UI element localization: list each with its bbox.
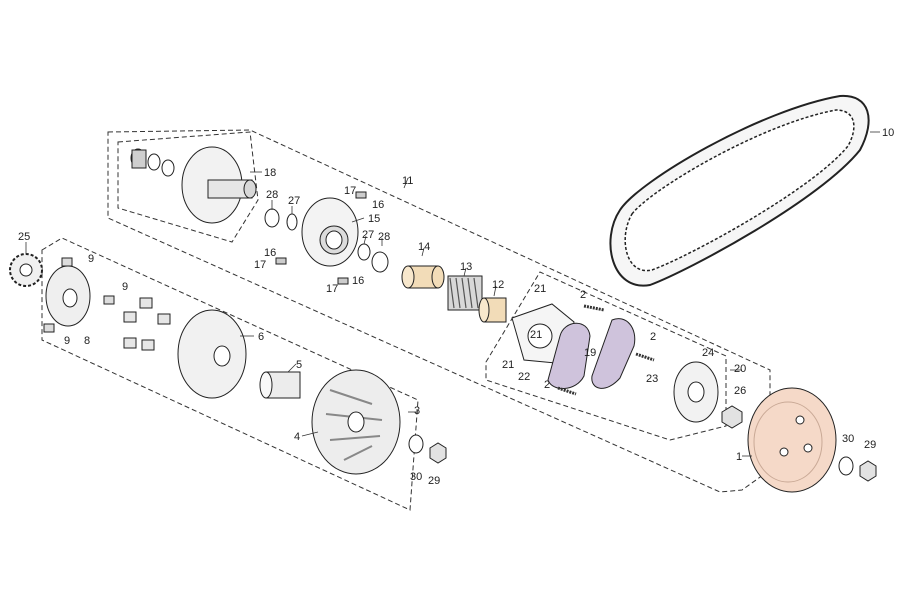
callout-16-top: 16 [372,199,384,211]
callout-24: 24 [702,347,714,359]
callout-27-right: 27 [362,229,374,241]
o-rings-27-28-right-part [357,243,389,273]
callout-16-mid: 16 [264,247,276,259]
group-outline-drive-pulley [41,237,419,511]
callout-22: 22 [518,371,530,383]
callout-5: 5 [296,359,302,371]
callout-23: 23 [646,373,658,385]
clutch-springs-2-part [557,304,655,396]
callout-28-left: 28 [266,189,278,201]
group-outline-clutch [485,271,727,441]
callout-14: 14 [418,241,430,253]
driven-face-18-part [181,146,257,224]
fan-drive-face-4-part [311,369,401,475]
callout-4: 4 [294,431,300,443]
callout-20: 20 [734,363,746,375]
callout-25: 25 [18,231,30,243]
callout-9-top: 9 [88,253,94,265]
clutch-shoes-19-part [547,318,636,389]
callout-30-left: 30 [410,471,422,483]
callout-29-right: 29 [864,439,876,451]
callout-9-mid: 9 [122,281,128,293]
callout-1: 1 [736,451,742,463]
callout-21-mid: 21 [530,329,542,341]
callout-16-low: 16 [352,275,364,287]
spring-13-part [447,275,483,311]
rollers-7-part [123,297,171,351]
leader-lines [25,131,880,457]
callout-6: 6 [258,331,264,343]
callout-12: 12 [492,279,504,291]
callout-30-right: 30 [842,433,854,445]
callout-17-top: 17 [344,185,356,197]
callout-2-low: 2 [544,379,550,391]
nut-26-part [721,405,743,429]
needle-bearing-part [130,148,175,177]
callout-17-low: 17 [326,283,338,295]
movable-driven-face-15-part [301,197,359,267]
callout-19: 19 [584,347,596,359]
washer-nut-29-30-right-part [838,456,877,482]
v-belt-part [609,94,870,287]
callout-18: 18 [264,167,276,179]
callout-13: 13 [460,261,472,273]
callout-labels: 18 28 27 17 16 15 27 28 16 17 17 16 11 1… [18,127,894,487]
washer-nut-29-30-left-part [408,434,447,464]
callout-29-left: 29 [428,475,440,487]
callout-21-low: 21 [502,359,514,371]
callout-2-top: 2 [580,289,586,301]
guide-pins-16-17-part [275,191,367,285]
callout-11: 11 [402,175,413,187]
clutch-outer-1-part [747,387,837,493]
callout-21-top: 21 [534,283,546,295]
callout-28-right: 28 [378,231,390,243]
collar-14-part [401,265,445,289]
callout-17-mid: 17 [254,259,266,271]
callout-27-left: 27 [288,195,300,207]
group-outline-driven-pulley [117,131,259,243]
ramp-plate-8-part [45,265,91,327]
callout-9-low: 9 [64,335,70,347]
bushing-5-part [259,371,301,399]
callout-3: 3 [414,405,420,417]
spring-seat-12-part [478,297,507,323]
clutch-hub-24-part [673,361,719,423]
movable-drive-face-6-part [177,309,247,399]
callout-15: 15 [368,213,380,225]
sliders-9-part [43,257,115,333]
starter-gear-25-part [9,253,43,287]
callout-10: 10 [882,127,894,139]
callout-26: 26 [734,385,746,397]
callout-2-right: 2 [650,331,656,343]
callout-8: 8 [84,335,90,347]
